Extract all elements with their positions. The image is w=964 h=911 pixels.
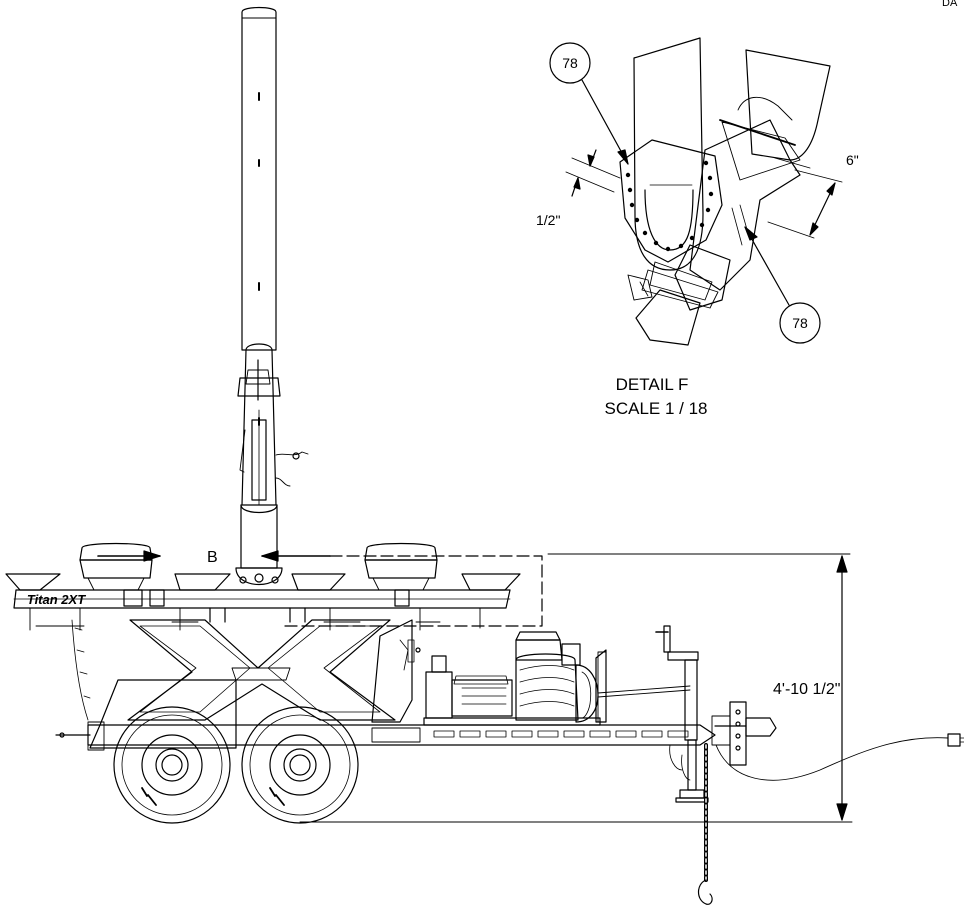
dim-left-label: 1/2": [536, 212, 560, 228]
page-corner-text: DA: [942, 0, 958, 9]
bed-slots: [433, 730, 689, 738]
truss: [71, 607, 413, 749]
wheel-left: [113, 706, 231, 824]
height-dimension: [299, 553, 853, 823]
jack: [655, 625, 709, 803]
balloon-bottom-label: 78: [792, 315, 808, 331]
safety-chain: [697, 743, 713, 905]
height-label: 4'-10 1/2": [773, 681, 840, 698]
dim-six-inch: [767, 169, 843, 239]
balloon-top: [549, 42, 591, 84]
leader-top: [581, 79, 629, 165]
balloon-top-label: 78: [562, 55, 578, 71]
upper-deck: [5, 542, 521, 631]
detail-title: DETAIL F: [616, 375, 689, 394]
detail-f-assembly: [619, 37, 831, 346]
section-label: B: [207, 549, 218, 566]
balloon-bottom: [779, 302, 821, 344]
trailer-bed: [55, 721, 716, 751]
dim-right-label: 6": [846, 152, 859, 168]
mast: [235, 6, 309, 586]
section-arrow: [97, 550, 543, 627]
detail-f: 78 78 1/2" 6" DETAIL F SCALE 1 / 18: [536, 37, 859, 418]
brand-label: Titan 2XT: [27, 592, 86, 607]
trailer-assembly: Titan 2XT B: [5, 6, 964, 905]
flange-bolts: [625, 160, 714, 252]
wheel-right: [241, 706, 359, 824]
detail-scale: SCALE 1 / 18: [604, 399, 707, 418]
hitch: [669, 701, 964, 781]
leader-bottom: [744, 226, 790, 306]
dim-half-inch: [565, 149, 621, 197]
engine: [407, 631, 691, 726]
